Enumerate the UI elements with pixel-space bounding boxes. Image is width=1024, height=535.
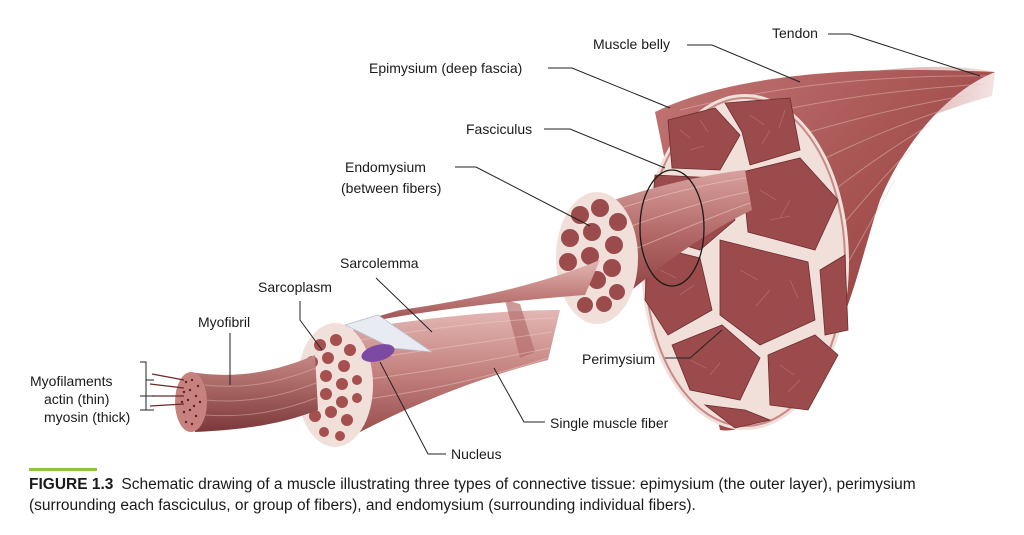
nucleus-shape <box>361 344 395 362</box>
label-single-muscle-fiber: Single muscle fiber <box>550 415 669 431</box>
label-perimysium: Perimysium <box>582 351 655 367</box>
muscle-belly-illustration <box>641 66 995 431</box>
myofibril-cross-section <box>175 372 207 432</box>
caption-accent-rule <box>29 468 97 471</box>
label-endomysium-detail: (between fibers) <box>341 180 441 196</box>
figure-number: FIGURE 1.3 <box>29 476 114 493</box>
label-sarcolemma: Sarcolemma <box>340 255 419 271</box>
myofilaments-strands <box>149 373 185 407</box>
labels: Tendon Muscle belly Epimysium (deep fasc… <box>30 25 818 462</box>
myofibril-illustration <box>149 355 318 432</box>
label-myofilaments: Myofilaments <box>30 373 112 389</box>
label-fasciculus: Fasciculus <box>466 121 532 137</box>
label-endomysium: Endomysium <box>345 159 426 175</box>
label-nucleus: Nucleus <box>451 446 502 462</box>
label-tendon: Tendon <box>772 25 818 41</box>
caption-text: Schematic drawing of a muscle illustrati… <box>29 476 916 514</box>
fasciculus-illustration <box>556 169 752 324</box>
label-sarcoplasm: Sarcoplasm <box>258 279 332 295</box>
label-actin: actin (thin) <box>44 391 109 407</box>
single-fiber-illustration <box>297 260 600 447</box>
label-myofibril: Myofibril <box>198 314 250 330</box>
label-myosin: myosin (thick) <box>44 409 130 425</box>
sarcolemma-flap <box>343 314 433 353</box>
label-epimysium: Epimysium (deep fascia) <box>369 60 522 76</box>
label-muscle-belly: Muscle belly <box>593 36 670 52</box>
leader-lines <box>140 33 981 455</box>
